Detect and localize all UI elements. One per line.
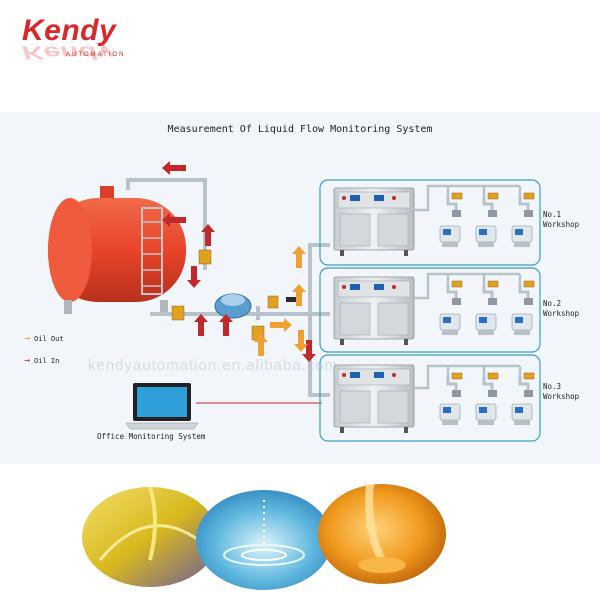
workshop-1-no: No.1 bbox=[543, 210, 561, 219]
flow-cabinet-1 bbox=[334, 188, 414, 256]
flow-cabinet-3 bbox=[334, 365, 414, 433]
laptop-icon bbox=[126, 383, 198, 429]
workshop-pipes bbox=[414, 186, 520, 388]
legend-oil-in: → Oil In bbox=[24, 357, 59, 365]
workshop-3-no: No.3 bbox=[543, 382, 561, 391]
workshop-2-no: No.2 bbox=[543, 299, 561, 308]
flow-arrows bbox=[162, 161, 316, 362]
flow-cabinet-2 bbox=[334, 277, 414, 345]
office-monitoring-label: Office Monitoring System bbox=[97, 432, 205, 441]
legend-oil-out: → Oil Out bbox=[24, 335, 64, 343]
workshop-2-label: Workshop bbox=[543, 309, 579, 318]
orange-arrow-icon: → bbox=[24, 335, 30, 343]
workshop-1-label: Workshop bbox=[543, 220, 579, 229]
storage-tank bbox=[48, 186, 186, 314]
workshop-3-label: Workshop bbox=[543, 392, 579, 401]
water-photo bbox=[196, 490, 332, 590]
red-arrow-icon: → bbox=[24, 357, 30, 365]
honey-photo bbox=[318, 484, 446, 584]
legend-label: Oil Out bbox=[34, 335, 64, 343]
legend-label: Oil In bbox=[34, 357, 59, 365]
